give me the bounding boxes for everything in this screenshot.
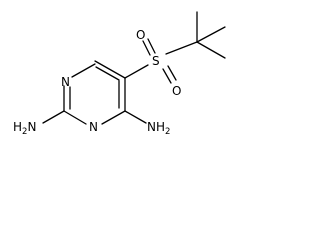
bond-c2-nh2-left <box>42 110 65 124</box>
atom-n1-label: N <box>61 75 70 89</box>
amine-right-label: NH2 <box>147 120 170 137</box>
bond-s-o-upper-b <box>147 38 156 54</box>
atom-o-upper-label: O <box>136 28 145 42</box>
amine-left-label: H2N <box>13 120 36 137</box>
bond-c2-n3 <box>63 110 87 125</box>
bond-ctert-me-down <box>196 41 226 59</box>
atom-s-label: S <box>152 54 160 68</box>
bond-s-o-lower-b <box>167 65 177 81</box>
bond-s-o-upper-a <box>142 40 151 56</box>
bond-c5-c6 <box>94 60 126 79</box>
bond-c6-n1 <box>71 63 96 78</box>
bond-c5-s <box>124 64 149 79</box>
bond-c4-nh2-right <box>124 110 147 124</box>
bond-c5-c6-inner <box>95 66 120 81</box>
bond-s-ctert <box>165 41 198 55</box>
atom-o-lower-label: O <box>172 84 181 98</box>
bond-s-o-lower-a <box>162 68 172 84</box>
molecule-svg: N N S O O H2N NH2 <box>13 11 226 137</box>
atom-n3-label: N <box>89 120 98 134</box>
bond-n3-c4 <box>101 110 126 125</box>
structure-diagram: N N S O O H2N NH2 <box>0 0 234 154</box>
bond-ctert-me-right <box>196 26 226 43</box>
